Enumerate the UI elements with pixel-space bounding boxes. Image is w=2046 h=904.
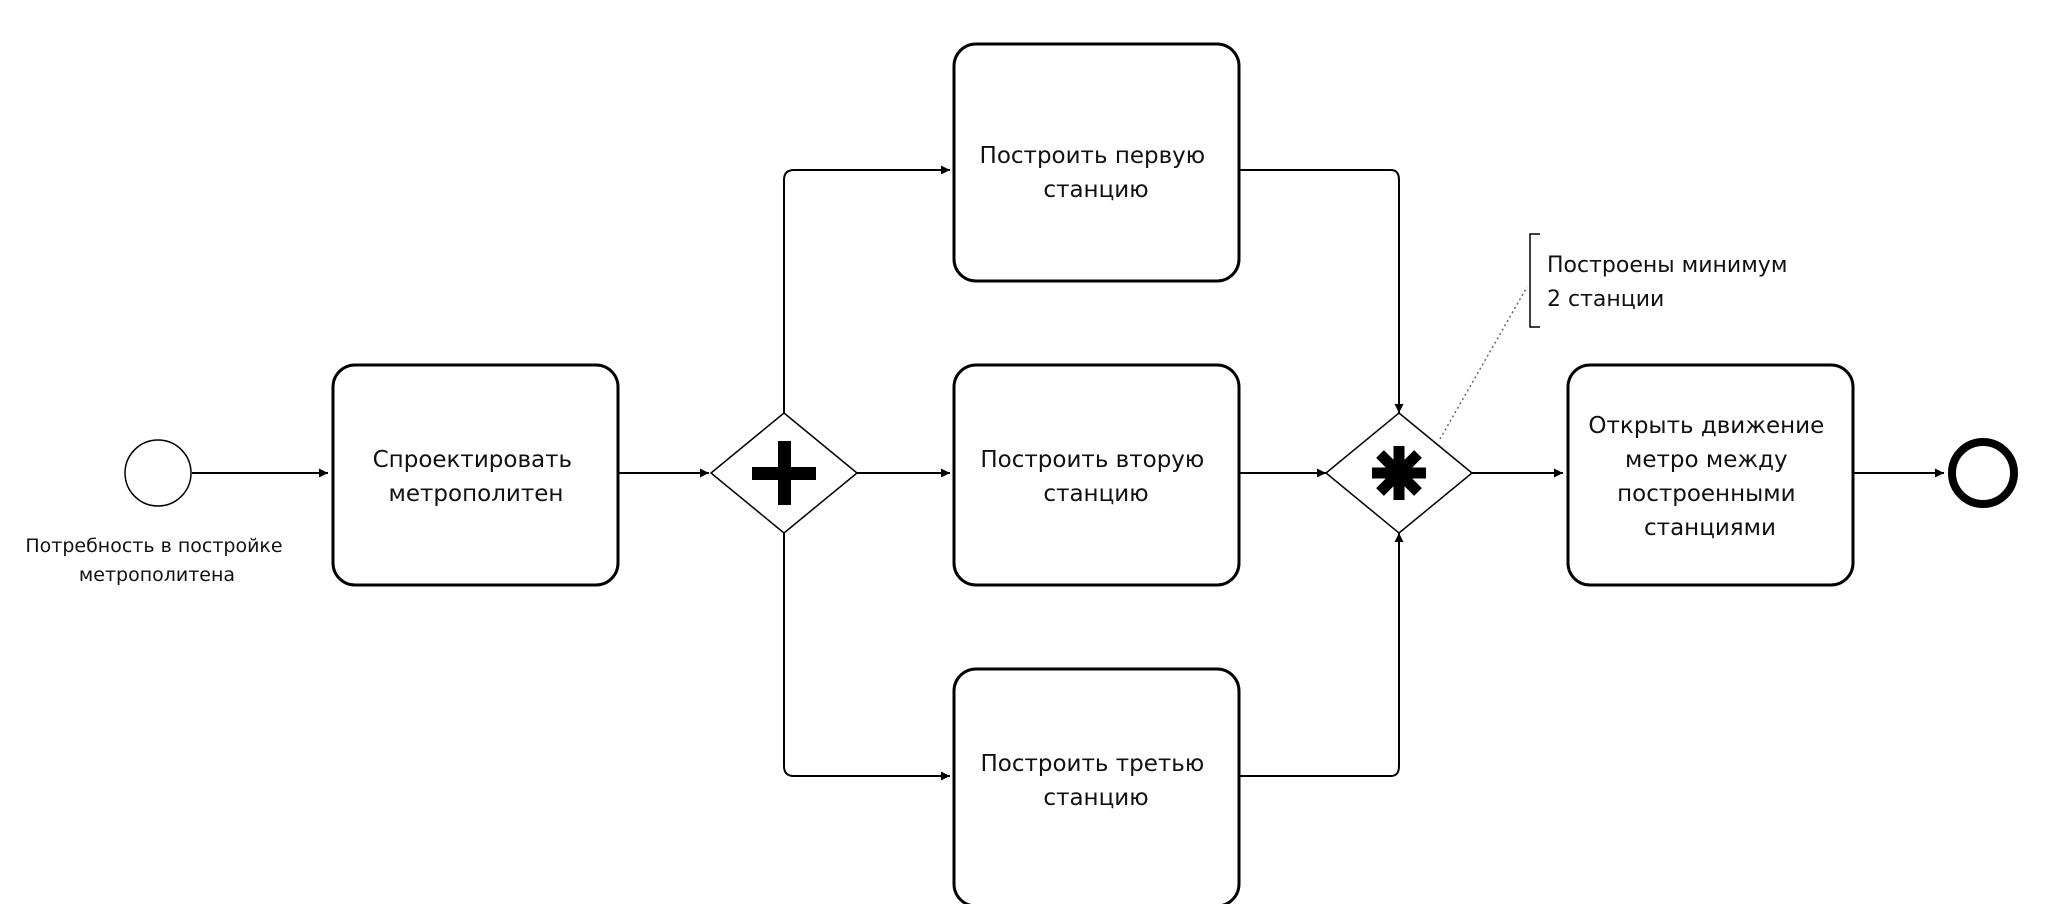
end-event-circle[interactable] (1948, 438, 2018, 508)
end-event[interactable] (1948, 438, 2018, 508)
task-station3-line-1: Построить третью (980, 751, 1204, 777)
asterisk-icon (1372, 446, 1426, 500)
text-annotation[interactable]: Построены минимум 2 станции (1529, 233, 1794, 328)
annotation-line-2: 2 станции (1547, 287, 1664, 312)
task-design-line-2: метрополитен (389, 481, 564, 507)
task-open-line-2: метро между (1625, 447, 1788, 473)
plus-icon (752, 441, 816, 505)
task-open-metro[interactable]: Открыть движение метро между построенным… (1566, 363, 1855, 587)
task-station2-line-1: Построить вторую (980, 447, 1204, 473)
start-event-label-line-2: метрополитена (79, 564, 235, 586)
task-design-line-1: Спроектировать (373, 447, 572, 473)
start-event[interactable]: Потребность в постройке метрополитена (25, 439, 288, 586)
annotation-bracket (1529, 233, 1540, 328)
start-event-label: Потребность в постройке метрополитена (25, 535, 288, 586)
task-station3-box[interactable] (952, 667, 1241, 904)
start-event-circle[interactable] (124, 439, 192, 507)
task-open-text: Открыть движение метро между построенным… (1588, 413, 1831, 541)
task-open-line-1: Открыть движение (1588, 413, 1824, 439)
task-build-station-3[interactable]: Построить третью станцию (952, 667, 1241, 904)
flow-split-to-station3[interactable] (783, 532, 950, 781)
task-station2-text: Построить вторую станцию (980, 447, 1211, 507)
task-station2-line-2: станцию (1043, 481, 1148, 507)
task-design-text: Спроектировать метрополитен (373, 447, 580, 507)
annotation-association (1439, 286, 1528, 440)
annotation-line-1: Построены минимум (1547, 253, 1787, 278)
task-design-metro[interactable]: Спроектировать метрополитен (331, 363, 620, 587)
task-station2-box[interactable] (952, 363, 1241, 587)
start-event-label-line-1: Потребность в постройке (25, 535, 282, 557)
annotation-text: Построены минимум 2 станции (1547, 253, 1794, 312)
task-station1-line-2: станцию (1043, 177, 1148, 203)
sequence-flows (192, 165, 1944, 781)
task-build-station-1[interactable]: Построить первую станцию (952, 42, 1241, 283)
parallel-gateway-split[interactable] (709, 412, 859, 534)
flow-station1-to-join[interactable] (1235, 169, 1404, 413)
flow-split-to-station1[interactable] (783, 165, 950, 415)
task-design-box[interactable] (331, 363, 620, 587)
flow-station3-to-join[interactable] (1235, 533, 1404, 777)
task-open-box[interactable] (1566, 363, 1855, 587)
task-open-line-3: построенными (1617, 481, 1796, 507)
task-station1-line-1: Построить первую (980, 143, 1206, 169)
task-open-line-4: станциями (1644, 515, 1776, 541)
task-station3-line-2: станцию (1043, 785, 1148, 811)
complex-gateway-join[interactable] (1324, 412, 1474, 534)
task-station1-text: Построить первую станцию (980, 143, 1213, 203)
task-station1-box[interactable] (952, 42, 1241, 283)
task-build-station-2[interactable]: Построить вторую станцию (952, 363, 1241, 587)
task-station3-text: Построить третью станцию (980, 751, 1211, 811)
